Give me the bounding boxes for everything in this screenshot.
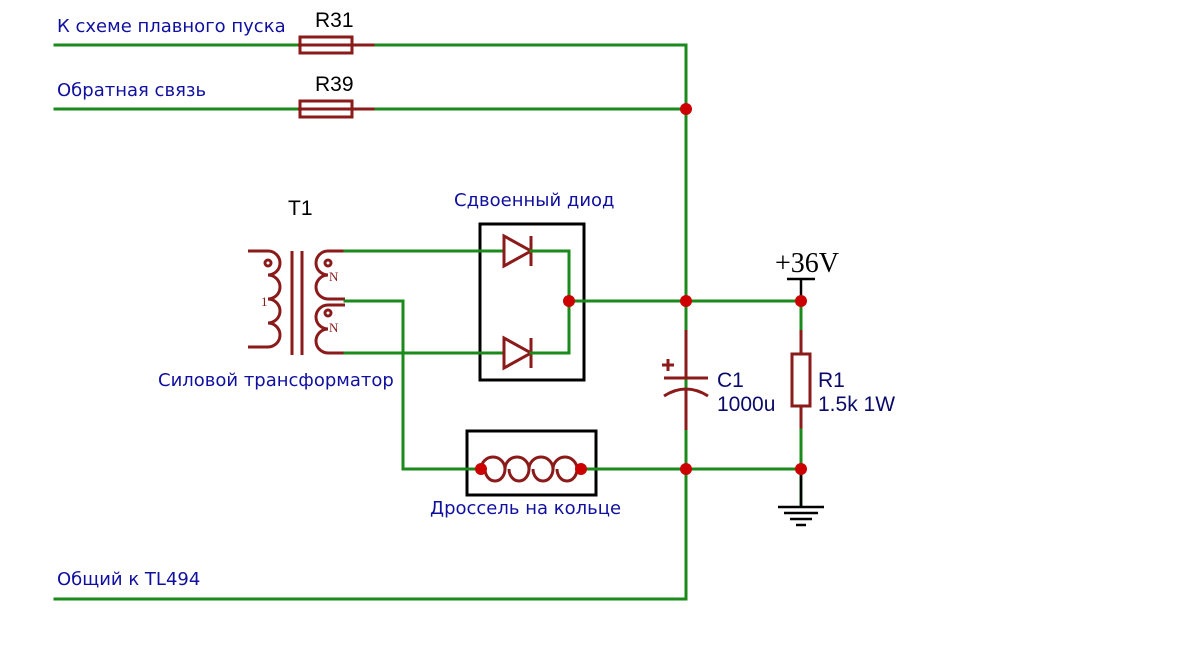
t1-pin-n2: N <box>329 320 339 335</box>
soft-start-line <box>53 35 688 55</box>
transformer-label: Силовой трансформатор <box>158 370 394 391</box>
power-label: +36V <box>775 248 839 279</box>
r39-ref: R39 <box>315 73 354 96</box>
r31-ref: R31 <box>315 9 354 32</box>
junction-bus-plus <box>680 295 692 307</box>
capacitor-c1 <box>662 330 709 430</box>
r1-value: 1.5k 1W <box>818 393 895 416</box>
junction-bus-gnd <box>680 463 692 475</box>
junction-choke-in <box>475 463 487 475</box>
t1-pin-primary: 1 <box>261 294 268 309</box>
r1-ref: R1 <box>818 369 845 392</box>
junction-feedback <box>680 103 692 115</box>
transformer-t1 <box>248 249 345 355</box>
junction-gnd <box>795 463 807 475</box>
diode-bottom <box>478 335 571 371</box>
soft-start-label: К схеме плавного пуска <box>57 16 286 37</box>
t1-ref: T1 <box>288 197 313 220</box>
ground-icon <box>778 469 824 527</box>
c1-value: 1000u <box>717 393 775 416</box>
junction-choke-out <box>575 463 587 475</box>
choke-label: Дроссель на кольце <box>430 498 621 519</box>
r39-resistor <box>298 99 354 119</box>
choke-box <box>465 429 598 497</box>
feedback-line <box>53 99 688 119</box>
junction-plus36 <box>795 295 807 307</box>
junction-diode-out <box>563 295 575 307</box>
feedback-label: Обратная связь <box>57 80 206 101</box>
choke-inductor <box>465 455 579 483</box>
r31-resistor <box>298 35 354 55</box>
diode-top <box>478 233 571 269</box>
common-label: Общий к TL494 <box>57 569 200 590</box>
c1-ref: C1 <box>717 369 744 392</box>
dual-diode-label: Сдвоенный диод <box>454 190 614 211</box>
t1-pin-n1: N <box>329 269 339 284</box>
